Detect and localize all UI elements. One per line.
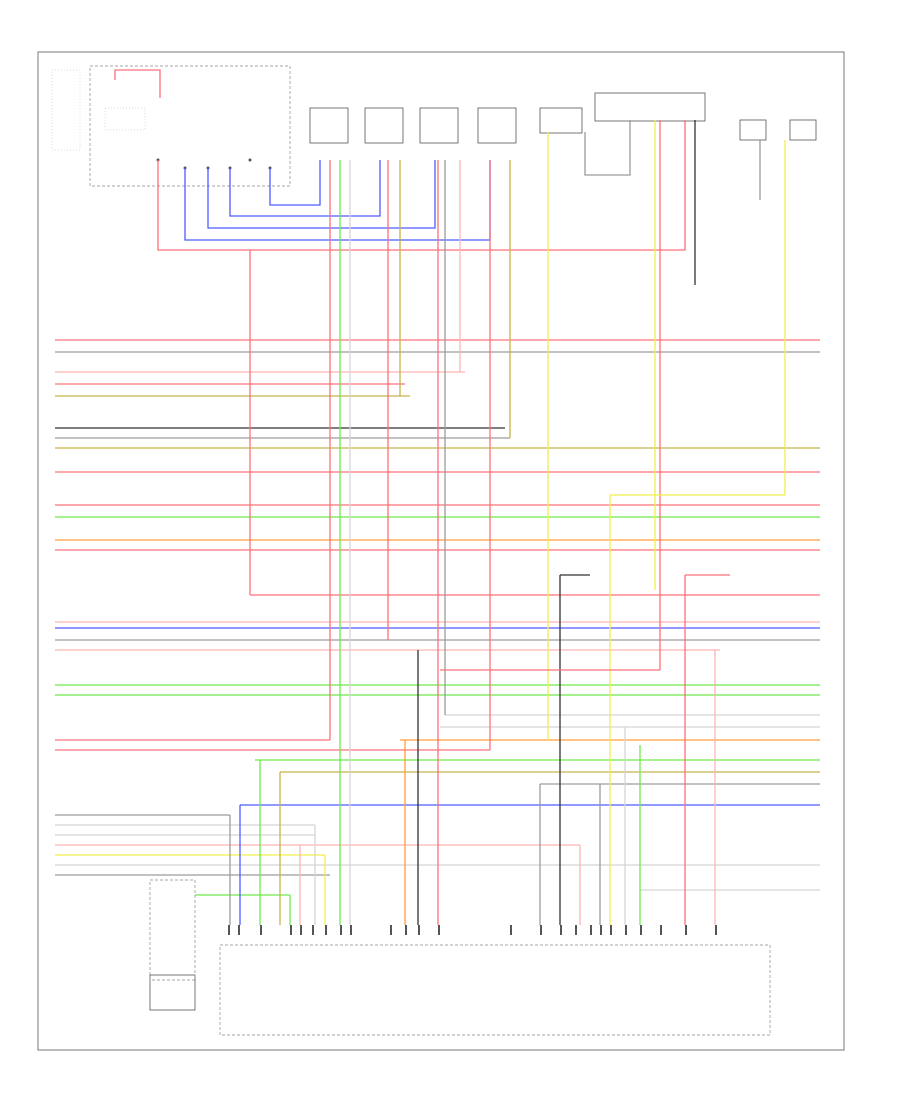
- left-component-outline: [149, 879, 196, 981]
- diagram-frame: [37, 51, 845, 1051]
- switch-assembly-text: [51, 69, 146, 151]
- vertical-trunks: [195, 120, 786, 925]
- top-connector-blocks: [309, 92, 817, 144]
- switch-assembly-outline: [89, 65, 291, 187]
- bottom-connector-outline: [219, 944, 771, 1036]
- bottom-drop-wires: [229, 727, 641, 925]
- left-component-box: [149, 974, 196, 1011]
- switch-assembly-pins: [156, 158, 272, 170]
- bottom-connector-pins: [228, 925, 717, 935]
- top-vertical-wires: [114, 69, 786, 330]
